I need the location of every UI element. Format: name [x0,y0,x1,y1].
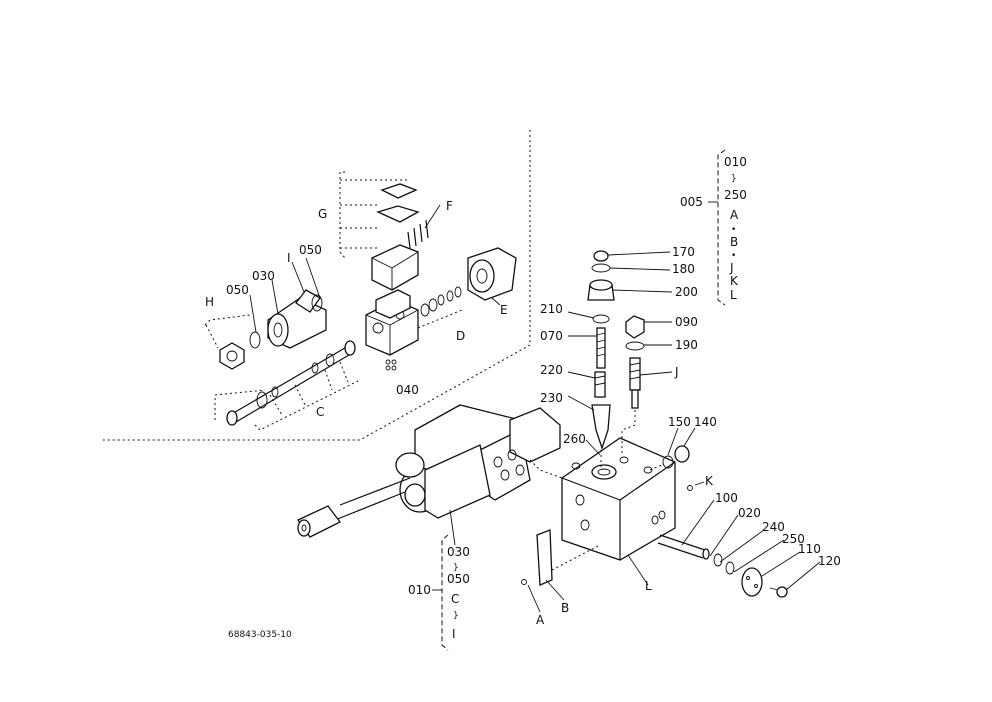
label-030: 030 [252,269,275,283]
label-140: 140 [694,415,717,429]
bracket-010 [441,534,449,651]
label-050-a: 050 [299,243,322,257]
label-210: 210 [540,302,563,316]
label-H: H [205,295,214,309]
label-180: 180 [672,262,695,276]
label-200: 200 [675,285,698,299]
label-D: D [456,329,465,343]
label-190: 190 [675,338,698,352]
label-A-top: A [730,208,739,222]
label-I: I [287,251,291,265]
label-B: B [561,601,569,615]
solenoid-subassembly [204,171,517,431]
label-050-c: 050 [447,572,470,586]
label-L-top: L [730,288,737,302]
label-K-top: K [730,274,739,288]
label-J: J [674,365,679,379]
label-J-top: J [729,261,734,275]
bracket-005 [717,149,726,306]
label-110: 110 [798,542,821,556]
label-010: 010 [408,583,431,597]
leader-lines [249,204,821,613]
label-050-b: 050 [226,283,249,297]
label-030-b: 030 [447,545,470,559]
label-dot-2: • [731,251,736,261]
label-090: 090 [675,315,698,329]
part-labels: G F I 050 H 050 030 E D C 040 005 010 } … [205,155,841,641]
label-C-bottom: C [451,592,459,606]
label-250-top: 250 [724,188,747,202]
label-B-top: B [730,235,738,249]
label-G: G [318,207,327,221]
label-005: 005 [680,195,703,209]
label-020: 020 [738,506,761,520]
label-L: L [645,579,652,593]
label-C: C [316,405,324,419]
label-100: 100 [715,491,738,505]
label-230: 230 [540,391,563,405]
label-tilde-top: } [731,174,737,184]
label-tilde-low: } [453,611,459,621]
label-tilde-mid: } [453,563,459,573]
label-I-bottom: I [452,627,456,641]
solenoid-valve-assembly [297,404,561,538]
label-170: 170 [672,245,695,259]
drawing-code: 68843-035-10 [228,630,292,640]
main-valve-block [529,437,676,561]
label-220: 220 [540,363,563,377]
label-F: F [446,199,453,213]
label-250: 250 [782,532,805,546]
label-A: A [536,613,545,627]
label-070: 070 [540,329,563,343]
label-260: 260 [563,432,586,446]
label-dot-1: • [731,225,736,235]
label-040: 040 [396,383,419,397]
relief-valve-parts [521,250,788,598]
label-120: 120 [818,554,841,568]
label-K: K [705,474,714,488]
label-240: 240 [762,520,785,534]
label-150: 150 [668,415,691,429]
label-E: E [500,303,508,317]
label-010-top: 010 [724,155,747,169]
